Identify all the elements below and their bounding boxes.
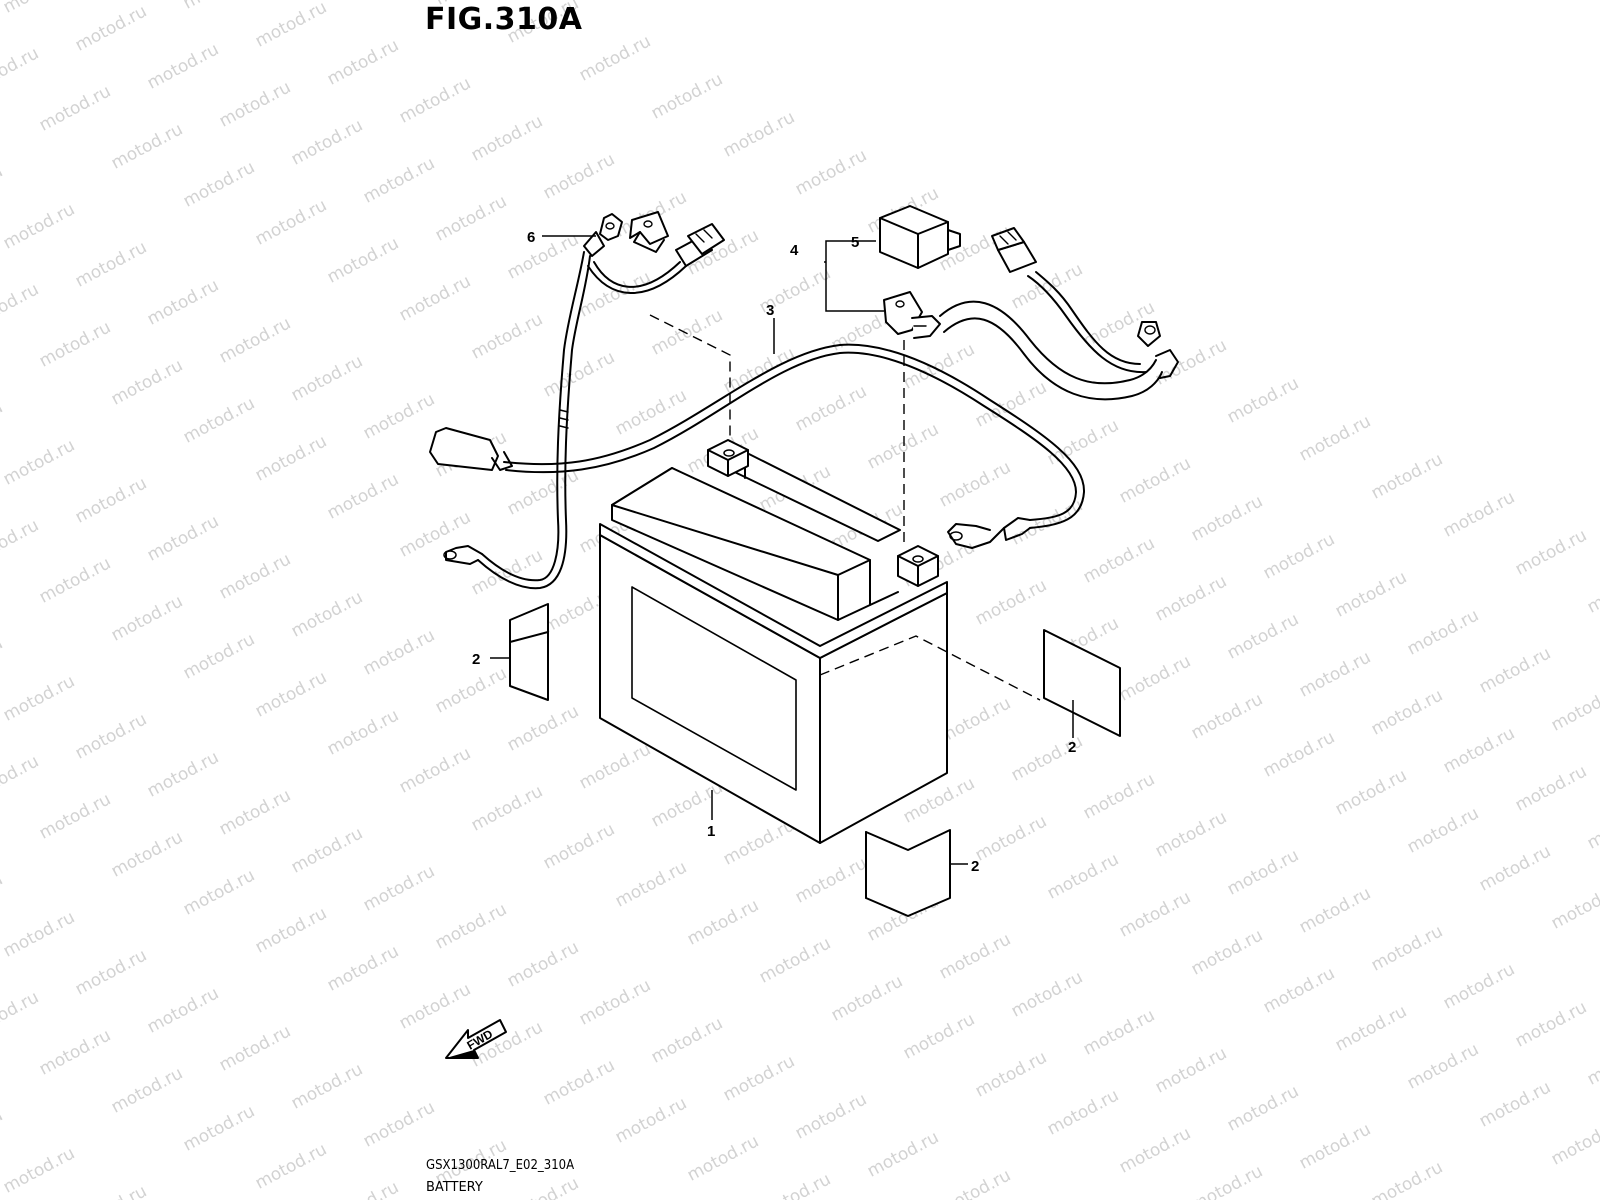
fwd-arrow-icon: FWD [445, 1019, 507, 1059]
terminal-cover [879, 205, 961, 269]
ground-lead [443, 211, 725, 590]
negative-cable [429, 343, 1086, 549]
callout-1: 1 [707, 823, 715, 840]
callout-2-left: 2 [472, 651, 480, 668]
figure-caption: BATTERY [426, 1180, 483, 1195]
battery-pad-right [1043, 629, 1121, 737]
figure-code: GSX1300RAL7_E02_310A [426, 1158, 575, 1173]
assembly-line-pad [819, 635, 1041, 701]
assembly-line-ground [649, 314, 731, 442]
battery [599, 439, 948, 844]
callout-2-right: 2 [1068, 739, 1076, 756]
callout-2-bottom: 2 [971, 858, 979, 875]
callout-5: 5 [851, 234, 859, 251]
callout-4: 4 [790, 242, 799, 259]
battery-pad-bottom [865, 829, 951, 917]
figure-title: FIG.310A [425, 2, 583, 37]
leader-4 [824, 240, 884, 312]
battery-pad-left [509, 603, 549, 701]
callout-6: 6 [527, 229, 535, 246]
positive-cable-assembly [883, 227, 1179, 401]
callout-3: 3 [766, 302, 774, 319]
